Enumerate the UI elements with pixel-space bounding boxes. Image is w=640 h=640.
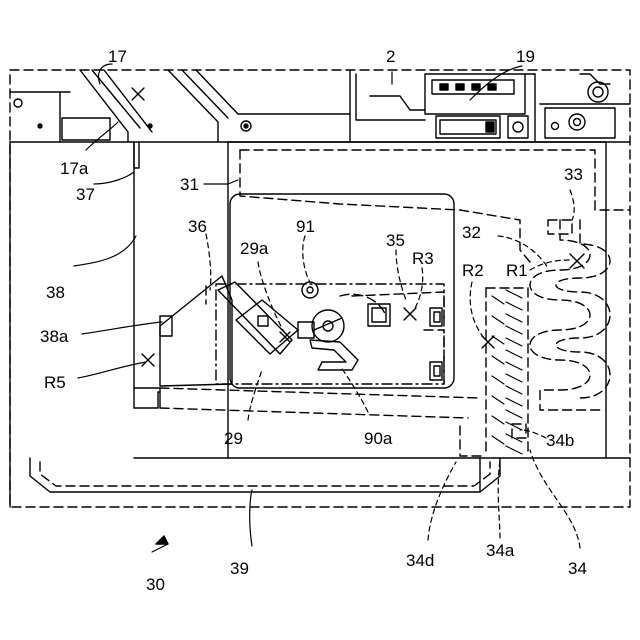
label-36: 36 [188, 218, 207, 235]
serpentine-tube-33 [530, 220, 604, 410]
label-R2: R2 [462, 262, 484, 279]
label-29a: 29a [240, 240, 268, 257]
label-R3: R3 [412, 250, 434, 267]
label-38a: 38a [40, 328, 68, 345]
label-R1: R1 [506, 262, 528, 279]
label-17a: 17a [60, 160, 88, 177]
label-32: 32 [462, 224, 481, 241]
label-37: 37 [76, 186, 95, 203]
label-35: 35 [386, 232, 405, 249]
label-34: 34 [568, 560, 587, 577]
leader-lines [74, 64, 580, 552]
dashed-part-31-left [240, 150, 530, 262]
part-38a [160, 316, 172, 336]
x-mark-17 [132, 88, 144, 100]
label-30: 30 [146, 576, 165, 593]
top-mechanism-strip [10, 70, 630, 142]
tray-39 [30, 458, 500, 492]
label-34a: 34a [486, 542, 514, 559]
lever-90a [310, 310, 358, 370]
label-R5: R5 [44, 374, 66, 391]
label-29: 29 [224, 430, 243, 447]
label-33: 33 [564, 166, 583, 183]
label-2: 2 [386, 48, 395, 65]
label-34b: 34b [546, 432, 574, 449]
label-17: 17 [108, 48, 127, 65]
label-38: 38 [46, 284, 65, 301]
lower-frame-outline [10, 142, 630, 507]
label-34d: 34d [406, 552, 434, 569]
hatched-column-34a [460, 288, 528, 456]
label-31: 31 [180, 176, 199, 193]
label-39: 39 [230, 560, 249, 577]
label-91: 91 [296, 218, 315, 235]
label-90a: 90a [364, 430, 392, 447]
label-19: 19 [516, 48, 535, 65]
